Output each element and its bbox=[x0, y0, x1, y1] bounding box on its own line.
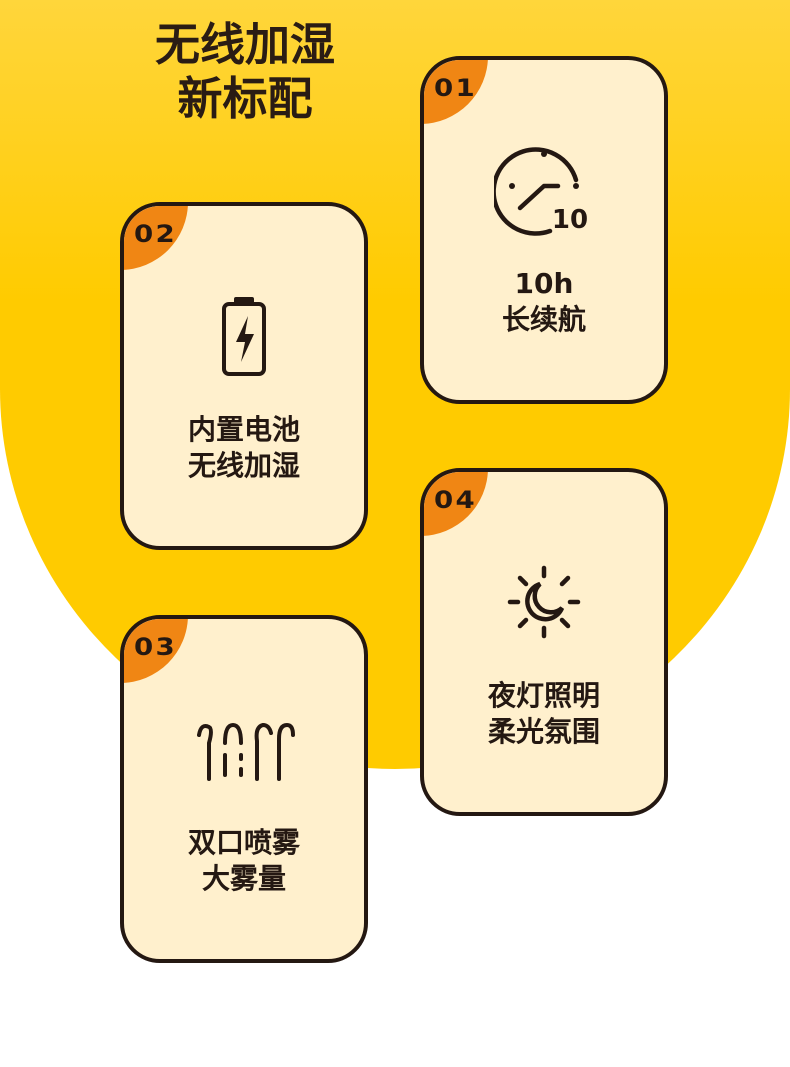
card-label: 10h 长续航 bbox=[424, 266, 664, 338]
clock-icon: 10 bbox=[424, 140, 664, 244]
feature-card-battery-life: 01 10 10h 长续航 bbox=[420, 56, 668, 404]
card-label: 内置电池 无线加湿 bbox=[124, 412, 364, 484]
card-label-line-2: 无线加湿 bbox=[187, 449, 300, 482]
card-number: 04 bbox=[434, 486, 478, 514]
card-label-line-1: 双口喷雾 bbox=[187, 826, 300, 859]
card-label-line-1: 10h bbox=[514, 267, 574, 300]
headline: 无线加湿 新标配 bbox=[90, 18, 400, 126]
feature-card-night-light: 04 夜灯照明 柔光氛围 bbox=[420, 468, 668, 816]
card-label-line-2: 长续航 bbox=[501, 303, 586, 336]
headline-line-2: 新标配 bbox=[177, 72, 313, 125]
sun-moon-icon bbox=[424, 562, 664, 646]
card-number: 01 bbox=[434, 74, 478, 102]
card-label: 夜灯照明 柔光氛围 bbox=[424, 678, 664, 750]
battery-icon bbox=[124, 294, 364, 382]
card-label-line-1: 内置电池 bbox=[187, 413, 300, 446]
clock-hours-text: 10 bbox=[552, 205, 588, 235]
feature-card-built-in-battery: 02 内置电池 无线加湿 bbox=[120, 202, 368, 550]
card-label: 双口喷雾 大雾量 bbox=[124, 825, 364, 897]
card-label-line-2: 大雾量 bbox=[201, 862, 286, 895]
headline-line-1: 无线加湿 bbox=[154, 18, 335, 71]
card-number: 02 bbox=[134, 220, 178, 248]
card-label-line-2: 柔光氛围 bbox=[487, 715, 600, 748]
card-label-line-1: 夜灯照明 bbox=[487, 679, 600, 712]
feature-card-dual-mist: 03 双口喷雾 大雾量 bbox=[120, 615, 368, 963]
mist-icon bbox=[124, 719, 364, 789]
card-number: 03 bbox=[134, 633, 178, 661]
